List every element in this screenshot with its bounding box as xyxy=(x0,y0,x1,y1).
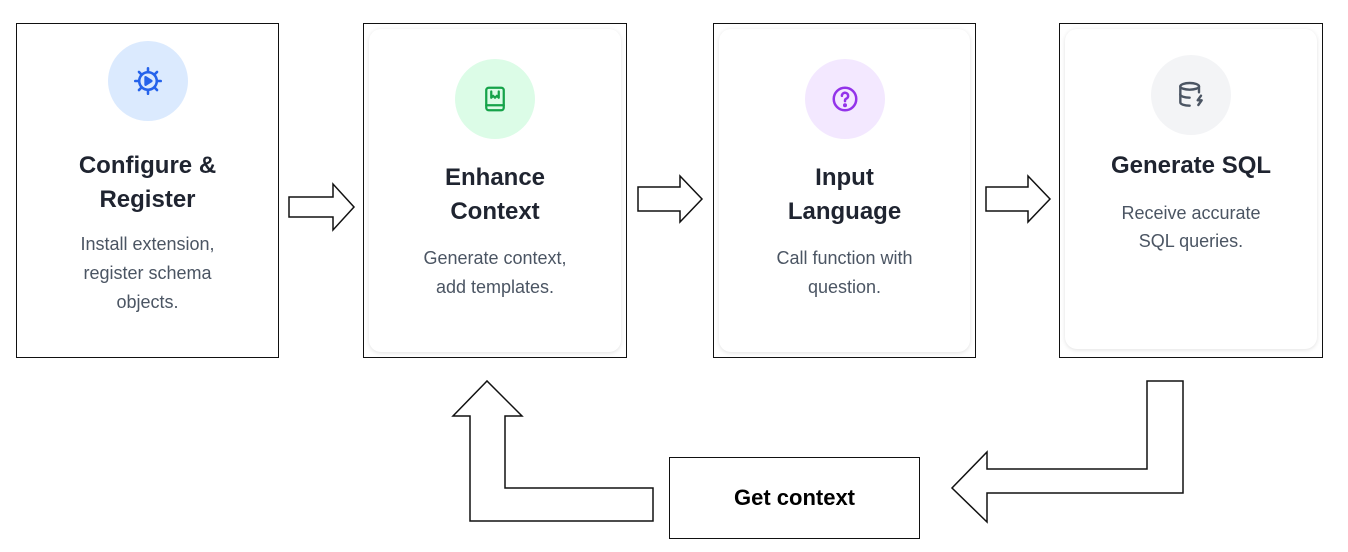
get-context-box: Get context xyxy=(669,457,920,539)
arrow-return-to-get-context xyxy=(950,380,1184,524)
arrow-right-3 xyxy=(985,174,1052,224)
database-bolt-icon xyxy=(1151,55,1231,135)
question-icon xyxy=(804,59,885,139)
step-generate-sql: Generate SQL Receive accurate SQL querie… xyxy=(1059,23,1323,358)
book-icon xyxy=(455,59,535,139)
arrow-up-to-enhance-context xyxy=(451,379,654,522)
arrow-right-1 xyxy=(288,182,356,232)
step-title: Generate SQL xyxy=(1110,152,1272,179)
step-card: Configure & Register Install extension, … xyxy=(22,29,273,352)
step-card: Generate SQL Receive accurate SQL querie… xyxy=(1065,29,1317,349)
gear-play-icon xyxy=(107,41,188,121)
step-description: Install extension, register schema objec… xyxy=(80,234,215,312)
step-description: Generate context, add templates. xyxy=(423,248,567,297)
step-input-language: Input Language Call function with questi… xyxy=(713,23,976,358)
step-title: Input Language xyxy=(787,164,902,225)
step-description: Receive accurate SQL queries. xyxy=(1121,202,1261,252)
step-card: Input Language Call function with questi… xyxy=(719,29,970,352)
arrow-right-2 xyxy=(637,174,704,224)
step-configure-register: Configure & Register Install extension, … xyxy=(16,23,279,358)
step-title: Configure & Register xyxy=(78,152,217,213)
step-description: Call function with question. xyxy=(776,248,913,297)
step-title: Enhance Context xyxy=(444,164,546,225)
get-context-label: Get context xyxy=(733,485,856,510)
step-enhance-context: Enhance Context Generate context, add te… xyxy=(363,23,627,358)
step-card: Enhance Context Generate context, add te… xyxy=(369,29,621,352)
